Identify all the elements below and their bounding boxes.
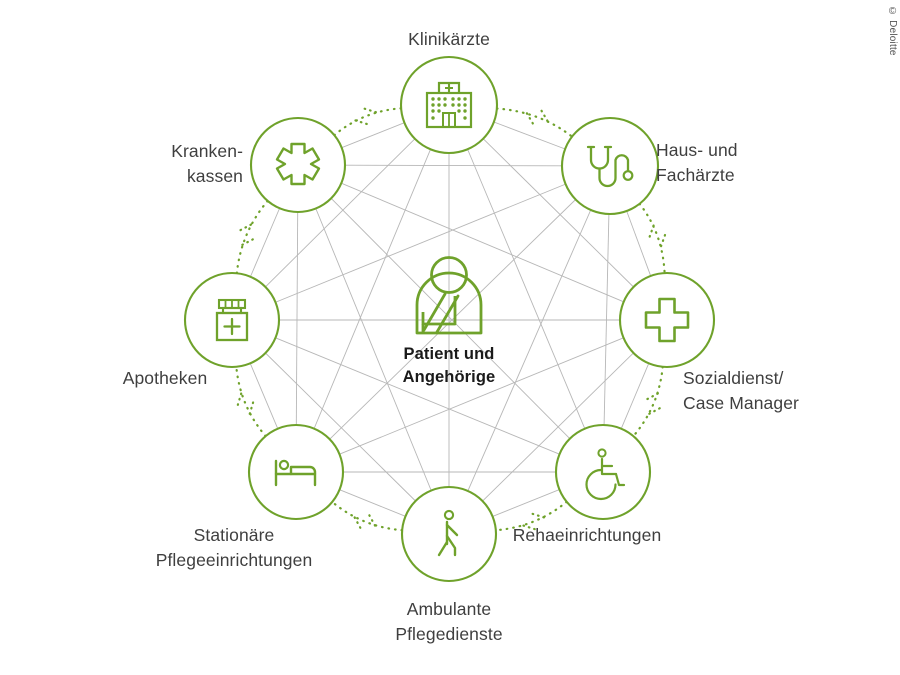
- web-connection-line: [249, 208, 281, 277]
- web-connection-line: [620, 363, 650, 429]
- web-connection-line: [275, 183, 566, 303]
- web-connection-line: [626, 210, 652, 277]
- dotted-arrowhead: [525, 112, 536, 127]
- node-circle[interactable]: [247, 423, 345, 521]
- dotted-arc-connector: [495, 107, 574, 138]
- node-label-ambulante-pflegedienste: Ambulante Pflegedienste: [395, 599, 503, 644]
- web-connection-line: [467, 209, 592, 492]
- node-circle[interactable]: [618, 271, 716, 369]
- dotted-arc-connector: [235, 365, 267, 438]
- web-connection-line: [344, 164, 563, 167]
- web-connection-line: [249, 363, 279, 429]
- dotted-arrowhead: [353, 516, 363, 531]
- dotted-arrowhead: [241, 237, 257, 246]
- dotted-arrowhead: [659, 231, 667, 248]
- node-label-haus-und-fachaerzte: Haus- und Fachärzte: [656, 140, 738, 185]
- node-apotheken[interactable]: [183, 271, 281, 369]
- web-connection-line: [341, 122, 405, 149]
- web-connection-line: [330, 198, 571, 439]
- node-label-apotheken: Apotheken: [122, 368, 208, 388]
- node-circle[interactable]: [249, 116, 347, 214]
- dotted-arrowhead: [354, 119, 371, 126]
- node-label-rehaeinrichtungen: Rehaeinrichtungen: [512, 525, 662, 545]
- node-stationaere-pflegeeinrichtungen[interactable]: [247, 423, 345, 521]
- web-connection-line: [313, 149, 431, 429]
- web-connection-line: [315, 208, 432, 491]
- copyright-notice: © Deloitte: [887, 6, 898, 56]
- dotted-arrowhead: [367, 512, 377, 527]
- web-connection-line: [265, 138, 416, 288]
- node-label-klinikaerzte: Klinikärzte: [408, 29, 490, 49]
- web-connection-line: [295, 211, 299, 426]
- node-circle[interactable]: [400, 485, 498, 583]
- node-rehaeinrichtungen[interactable]: [554, 423, 652, 521]
- node-klinikaerzte[interactable]: [399, 55, 499, 155]
- web-connection-line: [339, 337, 624, 455]
- dotted-arrowhead: [529, 512, 545, 519]
- center-caption: Patient und Angehörige: [402, 345, 496, 386]
- web-connection-line: [467, 149, 586, 429]
- dotted-arrowhead: [248, 399, 255, 415]
- dotted-arrowhead: [522, 524, 539, 531]
- web-connection-line: [329, 199, 576, 440]
- web-connection-line: [339, 489, 406, 517]
- dotted-arc-connector: [235, 199, 269, 275]
- dotted-arrowhead: [644, 392, 659, 402]
- node-label-sozialdienst-case-manager: Sozialdienst/ Case Manager: [683, 368, 799, 413]
- node-ambulante-pflegedienste[interactable]: [400, 485, 498, 583]
- web-connection-line: [341, 182, 624, 303]
- dotted-arrowhead: [361, 106, 377, 114]
- dotted-arc-connector: [632, 365, 664, 438]
- web-connection-line: [492, 489, 560, 517]
- node-circle-group: [183, 55, 716, 583]
- dotted-arrowhead: [237, 223, 253, 233]
- dotted-arc-connector: [333, 107, 403, 137]
- dotted-arc-connector: [331, 500, 404, 532]
- node-sozialdienst-case-manager[interactable]: [618, 271, 716, 369]
- web-connection-line: [265, 352, 416, 502]
- node-haus-und-fachaerzte[interactable]: [560, 116, 660, 216]
- web-connection-line: [482, 138, 634, 288]
- node-circle[interactable]: [560, 116, 660, 216]
- node-label-krankenkassen: Kranken- kassen: [171, 141, 243, 186]
- dotted-arc-connector: [638, 202, 666, 275]
- dotted-arrowhead: [647, 224, 655, 240]
- dotted-arrowhead: [539, 107, 549, 123]
- web-connection-line: [275, 337, 560, 455]
- web-connection-line: [603, 213, 610, 426]
- web-connection-line: [493, 121, 566, 150]
- node-label-stationaere-pflegeeinrichtungen: Stationäre Pflegeeinrichtungen: [155, 525, 313, 570]
- dotted-arrowhead: [236, 392, 243, 409]
- dotted-arrowhead: [648, 406, 663, 415]
- dotted-ring-connectors: [235, 106, 667, 532]
- node-krankenkassen[interactable]: [249, 116, 347, 214]
- node-circle[interactable]: [399, 55, 499, 155]
- dotted-arc-connector: [494, 500, 568, 532]
- connection-web: [249, 121, 652, 517]
